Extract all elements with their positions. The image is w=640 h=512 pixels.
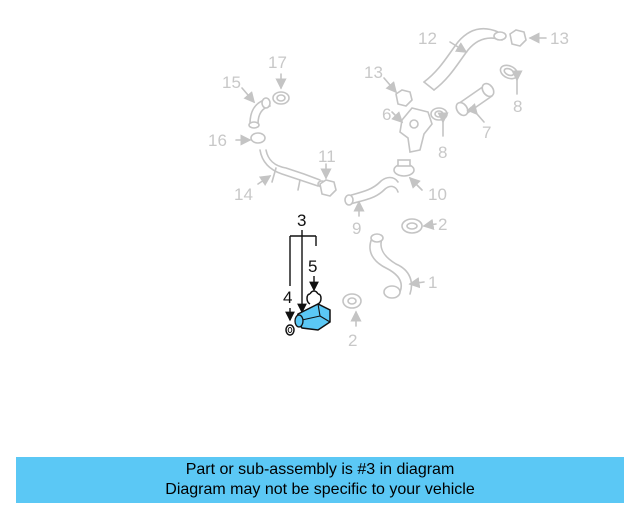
callout-1: 1 xyxy=(428,273,437,292)
callout-13-left: 13 xyxy=(364,63,383,82)
callout-2-upper: 2 xyxy=(438,215,447,234)
part-14-pipe xyxy=(259,149,327,191)
callout-5: 5 xyxy=(308,257,317,276)
callout-11: 11 xyxy=(318,147,336,166)
callout-4: 4 xyxy=(283,288,292,307)
part-11-clip xyxy=(319,179,337,197)
part-8-clamp-right xyxy=(499,64,519,80)
part-12-upper-hose xyxy=(423,28,507,91)
part-3-highlighted-assembly xyxy=(285,290,331,336)
callout-17: 17 xyxy=(268,53,287,72)
part-8-clamp-middle xyxy=(430,107,448,121)
part-2-clamp-upper xyxy=(401,218,423,234)
part-16-clamp xyxy=(250,132,266,144)
callout-10: 10 xyxy=(428,185,447,204)
callout-15: 15 xyxy=(222,73,241,92)
callout-14: 14 xyxy=(234,185,253,204)
callout-9: 9 xyxy=(352,219,361,238)
part-13-clamp-left xyxy=(395,89,413,107)
callout-13-right: 13 xyxy=(550,29,569,48)
part-10-cap xyxy=(393,159,415,177)
part-1-lower-hose xyxy=(369,233,413,299)
part-9-hose xyxy=(344,176,399,206)
caption-line-2: Diagram may not be specific to your vehi… xyxy=(165,481,475,498)
caption-bar: Part or sub-assembly is #3 in diagram Di… xyxy=(16,457,624,503)
caption-line-1: Part or sub-assembly is #3 in diagram xyxy=(185,461,455,478)
callout-8-middle: 8 xyxy=(438,143,447,162)
callout-7: 7 xyxy=(482,123,491,142)
part-15-hose xyxy=(248,97,271,129)
part-7-hose xyxy=(455,82,495,117)
part-2-clamp-lower xyxy=(342,293,362,309)
part-13-clamp-right xyxy=(509,29,527,47)
callout-12: 12 xyxy=(418,29,437,48)
callout-3-leader xyxy=(289,230,317,314)
part-17-clamp xyxy=(272,91,290,105)
callout-2-lower: 2 xyxy=(348,331,357,350)
callout-6: 6 xyxy=(382,105,391,124)
callout-16: 16 xyxy=(208,131,227,150)
part-6-housing xyxy=(399,107,433,153)
callout-3: 3 xyxy=(297,211,306,230)
callout-8-right: 8 xyxy=(513,97,522,116)
